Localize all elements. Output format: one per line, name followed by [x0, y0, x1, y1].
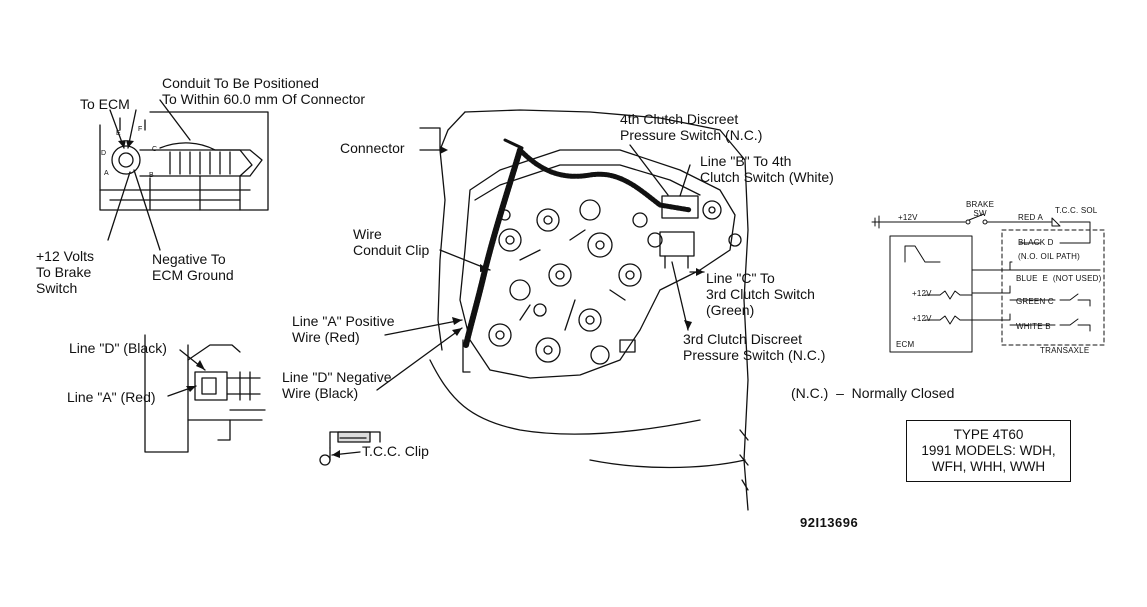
transmission-drawing [376, 109, 749, 511]
pin-f-label: F [138, 126, 143, 133]
tcc-sol-label: T.C.C. SOL [1055, 206, 1098, 215]
pin-a-label: A [104, 170, 109, 177]
type-box: TYPE 4T60 1991 MODELS: WDH, WFH, WHH, WW… [906, 420, 1071, 482]
conduit-note-label: Conduit To Be Positioned To Within 60.0 … [162, 75, 366, 107]
line-d-black-label: Line "D" (Black) [69, 340, 167, 356]
green-c-label: GREEN C [1016, 297, 1054, 306]
connector-label: Connector [340, 140, 405, 156]
tcc-clip-label: T.C.C. Clip [362, 443, 429, 459]
pin-c-label: C [152, 146, 158, 153]
no-oil-path-label: (N.O. OIL PATH) [1018, 252, 1080, 261]
brake-switch-label: BRAKE SW [966, 200, 995, 218]
wire-conduit-clip-label: Wire Conduit Clip [353, 226, 430, 258]
normally-closed-legend: (N.C.) – Normally Closed [791, 385, 955, 401]
connector-inset-drawing [99, 99, 269, 251]
transaxle-label: TRANSAXLE [1040, 346, 1090, 355]
type-box-line2: 1991 MODELS: WDH, [921, 443, 1056, 458]
wire-harness [517, 147, 693, 213]
negative-ecm-ground-label: Negative To ECM Ground [152, 251, 234, 283]
line-c-3rd-clutch-label: Line "C" To 3rd Clutch Switch (Green) [706, 270, 815, 318]
schematic-plus12-label: +12V [898, 213, 918, 222]
third-clutch-switch-label: 3rd Clutch Discreet Pressure Switch (N.C… [683, 331, 826, 363]
type-box-line1: TYPE 4T60 [953, 427, 1024, 442]
clip-inset-drawing [144, 334, 266, 453]
pin-e-label: E [116, 130, 121, 137]
pin-b-label: B [149, 172, 154, 179]
type-box-line3: WFH, WHH, WWH [931, 459, 1046, 474]
line-b-4th-clutch-label: Line "B" To 4th Clutch Switch (White) [700, 153, 834, 185]
figure-code: 92I13696 [800, 515, 859, 530]
schematic-drawing [871, 213, 1105, 353]
line-a-red-label: Line "A" (Red) [67, 389, 156, 405]
black-d-label: BLACK D [1018, 238, 1054, 247]
fourth-clutch-switch-label: 4th Clutch Discreet Pressure Switch (N.C… [620, 111, 763, 143]
tcc-clip-drawing [319, 431, 381, 466]
white-b-label: WHITE B [1016, 322, 1051, 331]
pin-d-label: D [101, 150, 107, 157]
line-d-negative-label: Line "D" Negative Wire (Black) [282, 369, 392, 401]
ecm-label: ECM [896, 340, 915, 349]
blue-e-label: BLUE E (NOT USED) [1016, 274, 1102, 283]
schematic-plus12-white-label: +12V [912, 314, 932, 323]
red-a-label: RED A [1018, 213, 1044, 222]
line-a-positive-label: Line "A" Positive Wire (Red) [292, 313, 395, 345]
schematic-plus12-green-label: +12V [912, 289, 932, 298]
to-ecm-label: To ECM [80, 96, 130, 112]
plus12-brake-switch-label: +12 Volts To Brake Switch [36, 248, 94, 296]
